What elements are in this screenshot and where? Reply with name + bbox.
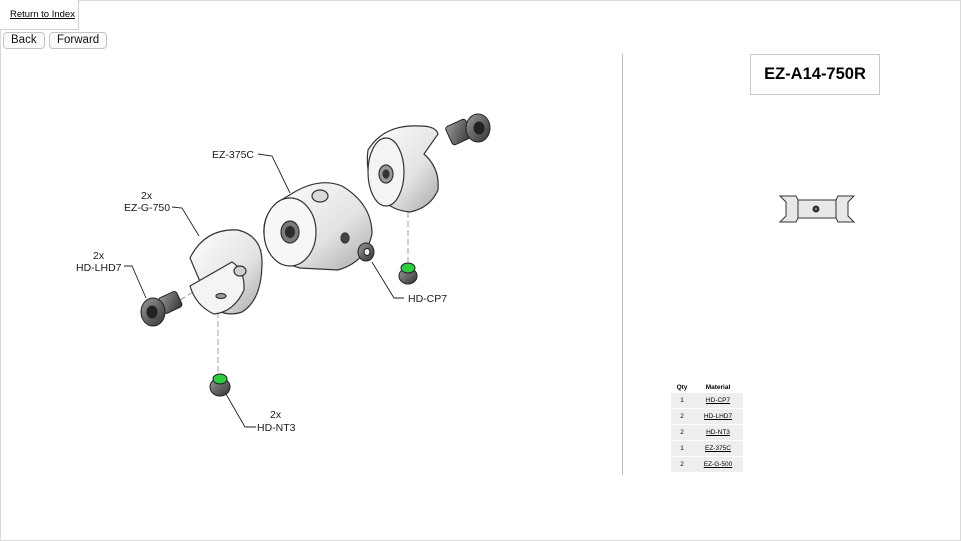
callout-hd-lhd7-qty: 2x [93,250,105,262]
table-header-row: Qty Material [671,381,743,393]
material-cell: EZ-375C [693,440,743,457]
socket-cap-part [366,125,439,213]
material-cell: HD-LHD7 [693,408,743,425]
hd-nt3-part [209,373,231,397]
qty-cell: 1 [671,393,693,409]
callout-hd-nt3-qty: 2x [270,409,282,421]
callout-ez-375c: EZ-375C [212,149,254,161]
qty-column-header: Qty [676,383,688,391]
green-nut-right [398,262,418,285]
table-row: 2 EZ-G-500 [671,456,743,473]
qty-cell: 2 [671,424,693,441]
table-row: 2 HD-LHD7 [671,408,743,425]
material-link[interactable]: EZ-375C [704,445,731,452]
return-box: Return to Index [0,0,79,30]
callout-ez-g-750-qty: 2x [141,190,153,202]
part-number-title: EZ-A14-750R [750,54,880,95]
vertical-divider [622,54,623,475]
qty-cell: 1 [671,440,693,457]
callout-ez-g-750: EZ-G-750 [124,202,170,214]
table-row: 1 EZ-375C [671,440,743,457]
table-row: 2 HD-NT3 [671,424,743,441]
material-link[interactable]: EZ-G-500 [703,461,733,468]
assembled-preview-image [778,195,856,223]
right-bolt-part [445,113,491,146]
hd-cp7-part [357,242,375,262]
material-link[interactable]: HD-CP7 [705,397,731,404]
material-link[interactable]: HD-LHD7 [703,413,733,420]
material-column-header: Material [705,383,731,391]
back-button[interactable]: Back [3,32,45,49]
ez-375c-part [263,182,373,271]
qty-cell: 2 [671,456,693,473]
hd-lhd7-part [140,291,183,327]
callout-hd-nt3: HD-NT3 [257,422,296,434]
material-cell: HD-NT3 [693,424,743,441]
forward-button[interactable]: Forward [49,32,108,49]
material-cell: EZ-G-500 [693,456,743,473]
ez-g-750-part [189,229,263,315]
material-cell: HD-CP7 [693,393,743,409]
qty-cell: 2 [671,408,693,425]
exploded-assembly-diagram: EZ-375C 2x EZ-G-750 2x HD-LHD7 HD-CP7 2x… [76,113,491,434]
callout-hd-lhd7: HD-LHD7 [76,262,122,274]
bill-of-materials-table: Qty Material 1 HD-CP7 2 HD-LHD7 2 HD-NT3… [671,381,743,473]
material-link[interactable]: HD-NT3 [706,429,730,436]
table-row: 1 HD-CP7 [671,393,743,409]
return-to-index-link[interactable]: Return to Index [10,9,75,20]
callout-hd-cp7: HD-CP7 [408,293,447,305]
